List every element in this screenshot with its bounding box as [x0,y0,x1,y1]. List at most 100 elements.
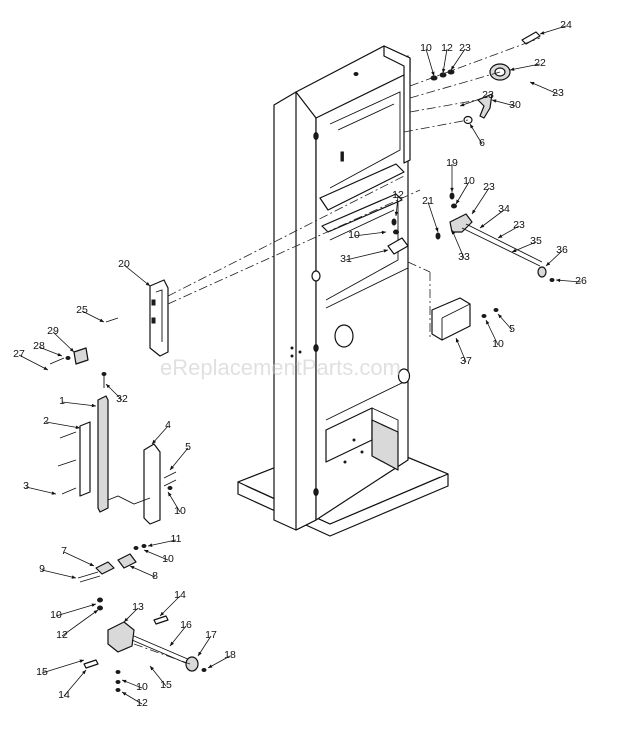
callout-leader [63,551,95,567]
callout-label: 30 [509,99,521,111]
watermark: eReplacementParts.com [160,355,401,380]
callout-arrowhead [93,610,98,614]
callout-arrowhead [510,67,515,71]
callout-leader [41,569,77,579]
callout-arrowhead [91,403,96,408]
callout-leader [450,48,466,71]
callout-label: 4 [165,419,171,431]
callout-leader [539,25,567,35]
callout-leader [61,401,97,407]
callout-label: 14 [174,589,186,601]
blade-guide-bracket-20 [49,175,421,388]
callout-label: 26 [575,275,587,287]
callout-label: 29 [47,325,59,337]
callout-label: 10 [492,338,504,350]
callout-arrowhead [106,384,111,389]
callout-leader [123,264,151,287]
callout-label: 3 [23,480,29,492]
callout-label: 23 [552,87,564,99]
callout-label: 12 [392,189,404,201]
callout-arrowhead [435,227,439,232]
callout-label: 20 [118,258,130,270]
callout-arrowhead [57,352,62,357]
callout-arrowhead [145,282,150,286]
callout-leader [143,549,169,561]
callout-arrowhead [381,230,386,235]
callout-label: 33 [458,251,470,263]
callout-arrowhead [130,566,135,570]
callout-label: 10 [463,175,475,187]
callout-leader [207,655,231,669]
callout-label: 1 [59,395,65,407]
callout-label: 15 [36,666,48,678]
callout-label: 23 [483,181,495,193]
callout-leader [509,63,541,71]
callout-leader [41,659,85,674]
callout-label: 13 [132,601,144,613]
callout-leader [459,95,489,107]
callout-leader [63,669,87,697]
callout-label: 10 [162,553,174,565]
callout-arrowhead [150,666,154,671]
callout-label: 10 [136,681,148,693]
callout-label: 16 [180,619,192,631]
callout-leader [529,81,559,95]
callout-arrowhead [69,347,74,352]
callout-arrowhead [452,230,456,235]
callout-arrowhead [168,492,172,497]
callout-label: 5 [509,323,515,335]
callout-label: 8 [152,570,158,582]
callout-label: 23 [459,42,471,54]
callout-leader [485,319,499,346]
callout-arrowhead [556,278,561,283]
callout-label: 10 [420,42,432,54]
callout-arrowhead [498,314,503,319]
callout-arrowhead [431,71,435,76]
upper-guide-hardware [387,192,555,341]
callout-arrowhead [99,318,104,322]
callout-label: 37 [460,355,472,367]
callout-arrowhead [148,543,153,547]
callout-leader [471,187,490,215]
callout-label: 35 [530,235,542,247]
callout-label: 34 [498,203,510,215]
callout-arrowhead [470,124,474,129]
callout-arrowhead [79,659,84,663]
callout-leader [169,625,187,647]
callout-label: 36 [556,244,568,256]
callout-arrowhead [450,187,454,192]
main-frame [237,45,449,537]
callout-arrowhead [91,603,96,607]
callout-leader [353,231,387,237]
callout-label: 23 [482,89,494,101]
callout-label: 11 [171,533,182,545]
callout-label: 17 [205,629,217,641]
guide-post-assembly [57,395,177,525]
callout-arrowhead [71,575,76,579]
callout-label: 24 [560,19,572,31]
callout-arrowhead [456,199,460,204]
callout-label: 9 [39,563,45,575]
callout-arrowhead [540,31,545,35]
callout-label: 14 [58,689,70,701]
callout-leader [425,48,435,77]
callout-label: 18 [224,649,236,661]
lower-guide-assembly [77,544,147,611]
callout-label: 25 [76,304,88,316]
callout-label: 10 [50,609,62,621]
callout-label: 12 [56,629,68,641]
callout-label: 23 [513,219,525,231]
callout-arrowhead [51,491,56,495]
callout-arrowhead [512,248,517,253]
callout-label: 15 [160,679,172,691]
callout-arrowhead [441,68,446,73]
callout-leader [149,665,167,687]
callout-arrowhead [144,549,149,554]
callout-arrowhead [530,82,535,86]
callout-arrowhead [498,234,503,238]
callout-leader [55,603,97,617]
callout-arrowhead [546,261,551,266]
callout-label: 6 [479,137,485,149]
callout-arrowhead [198,651,202,656]
